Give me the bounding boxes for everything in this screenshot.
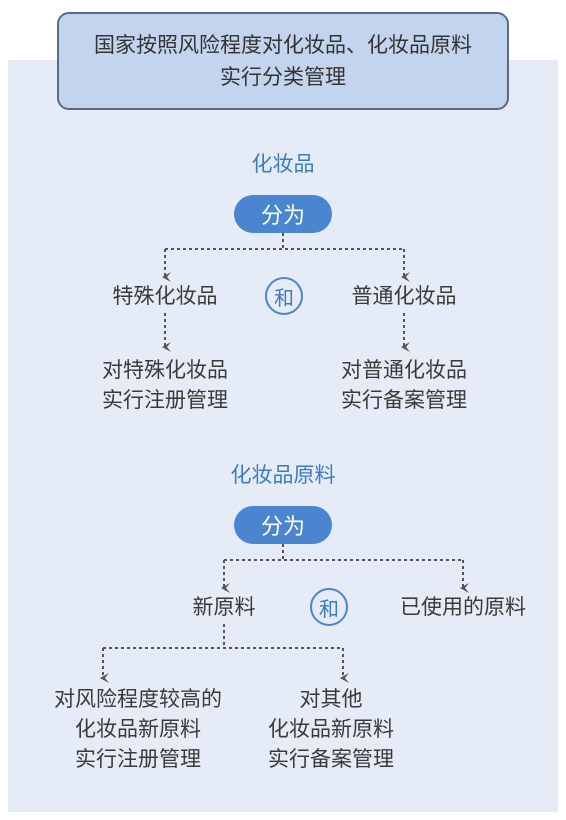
ordinary-rule-line-1: 对普通化妆品 — [341, 358, 467, 382]
materials-title: 化妆品原料 — [230, 463, 336, 487]
other-line-3: 实行备案管理 — [268, 747, 394, 771]
header-line-2: 实行分类管理 — [220, 65, 346, 89]
ordinary-cosmetics-label: 普通化妆品 — [351, 284, 457, 308]
high-risk-line-3: 实行注册管理 — [75, 747, 201, 771]
header-box: 国家按照风险程度对化妆品、化妆品原料 实行分类管理 — [57, 12, 509, 110]
high-risk-line-2: 化妆品新原料 — [75, 717, 201, 741]
special-rule-line-1: 对特殊化妆品 — [102, 358, 228, 382]
new-materials-label: 新原料 — [192, 595, 256, 619]
special-cosmetics-label: 特殊化妆品 — [112, 284, 218, 308]
header-line-1: 国家按照风险程度对化妆品、化妆品原料 — [94, 33, 472, 57]
and-circle-materials: 和 — [310, 588, 348, 626]
other-line-1: 对其他 — [299, 687, 363, 711]
materials-divide-pill: 分为 — [234, 506, 332, 544]
used-materials-label: 已使用的原料 — [400, 595, 526, 619]
high-risk-line-1: 对风险程度较高的 — [54, 687, 222, 711]
background-panel — [8, 60, 558, 812]
and-circle-cosmetics: 和 — [265, 277, 303, 315]
special-rule-line-2: 实行注册管理 — [102, 388, 228, 412]
ordinary-rule-line-2: 实行备案管理 — [341, 388, 467, 412]
cosmetics-title: 化妆品 — [251, 152, 315, 176]
cosmetics-divide-pill: 分为 — [234, 195, 332, 233]
other-line-2: 化妆品新原料 — [268, 717, 394, 741]
